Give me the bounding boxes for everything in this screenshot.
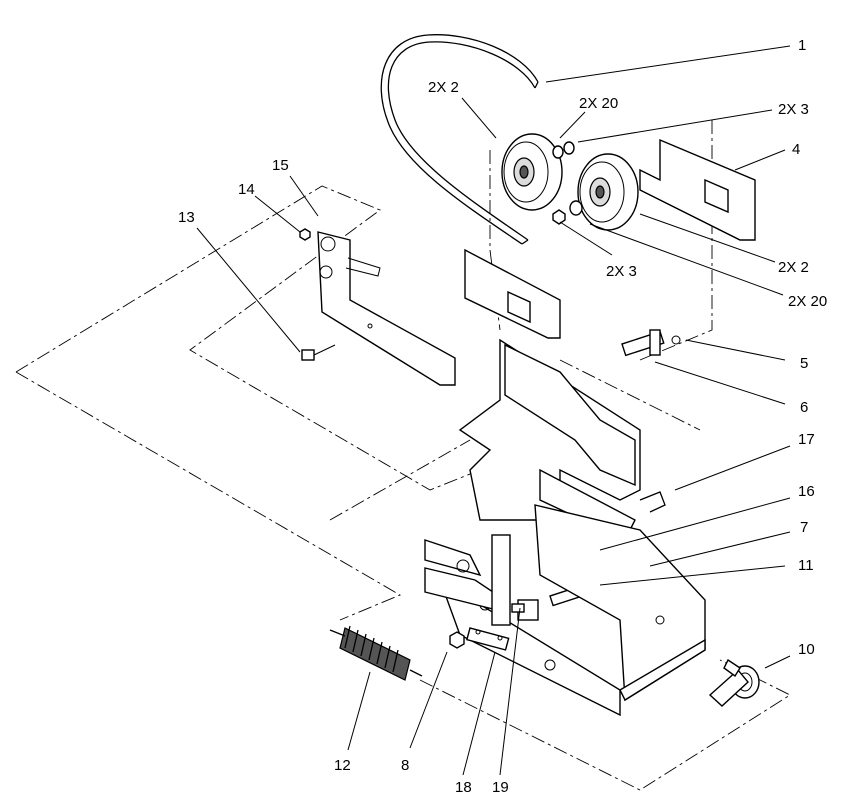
nut-part-8 <box>449 631 465 649</box>
callout-2x2-top: 2X 2 <box>428 79 459 96</box>
callout-18: 18 <box>455 779 472 796</box>
callout-7: 7 <box>800 519 808 536</box>
callout-13: 13 <box>178 209 195 226</box>
lever-arm-part-15 <box>317 231 456 386</box>
callout-2x3-top: 2X 3 <box>778 101 809 118</box>
callout-16: 16 <box>798 483 815 500</box>
callout-5: 5 <box>800 355 808 372</box>
phantom-lines <box>15 120 791 791</box>
callout-2x3-mid: 2X 3 <box>606 263 637 280</box>
latch-part-10 <box>708 658 760 707</box>
callout-1: 1 <box>798 37 806 54</box>
callout-12: 12 <box>334 757 351 774</box>
washers-and-nuts <box>552 141 583 225</box>
guard-plate <box>464 248 561 339</box>
callout-4: 4 <box>792 141 800 158</box>
small-fasteners <box>299 228 336 361</box>
callout-19: 19 <box>492 779 509 796</box>
pivot-pin-part-19 <box>511 599 539 621</box>
upper-pulley-part-2 <box>501 133 563 211</box>
leader-lines <box>196 45 791 776</box>
lower-pulley-part-2 <box>577 153 639 231</box>
belt-part-1 <box>380 34 539 245</box>
callout-17: 17 <box>798 431 815 448</box>
callout-labels: 1 2X 2 2X 20 2X 3 4 2X 2 2X 3 2X 20 15 1… <box>178 37 827 796</box>
callout-14: 14 <box>238 181 255 198</box>
clevis-pin <box>621 329 681 357</box>
callout-10: 10 <box>798 641 815 658</box>
callout-15: 15 <box>272 157 289 174</box>
bracket-part-4 <box>639 138 756 241</box>
spring-part-12 <box>329 625 423 681</box>
hook-part-17 <box>639 491 666 513</box>
callout-2x20-top: 2X 20 <box>579 95 618 112</box>
callout-6: 6 <box>800 399 808 416</box>
link-plate-part-18 <box>466 627 510 651</box>
callout-11: 11 <box>798 557 814 574</box>
tray-part-7 <box>438 504 706 717</box>
callout-2x20-right: 2X 20 <box>788 293 827 310</box>
left-mounting-bracket <box>424 534 511 626</box>
callout-2x2-right: 2X 2 <box>778 259 809 276</box>
callout-8: 8 <box>401 757 409 774</box>
